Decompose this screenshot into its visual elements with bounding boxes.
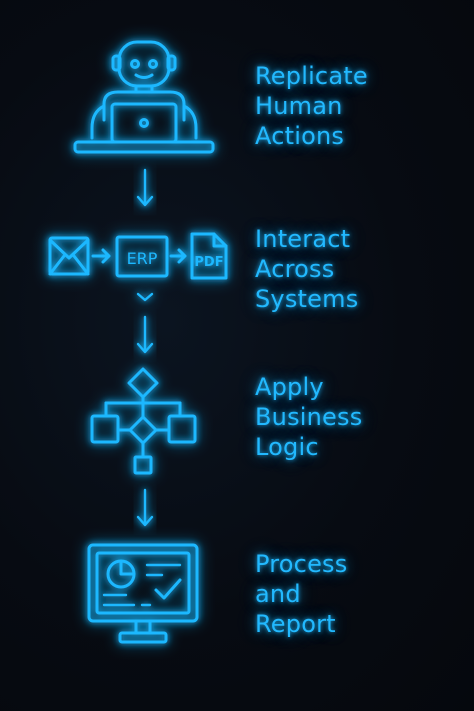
- step-4-line-3: Report: [255, 610, 336, 638]
- flow-arrow-3: [136, 488, 154, 527]
- step-label-replicate-human-actions: Replicate Human Actions: [255, 61, 368, 151]
- step-label-apply-business-logic: Apply Business Logic: [255, 372, 362, 462]
- flow-arrow-2: [136, 315, 154, 354]
- email-erp-pdf-icon: ERP PDF: [48, 232, 228, 302]
- robot-at-laptop-icon: [73, 40, 215, 154]
- step-2-line-1: Interact: [255, 225, 351, 253]
- step-2-line-3: Systems: [255, 285, 359, 313]
- step-4-line-2: and: [255, 580, 301, 608]
- step-1-line-1: Replicate: [255, 62, 368, 90]
- step-1-line-3: Actions: [255, 122, 345, 150]
- step-label-interact-across-systems: Interact Across Systems: [255, 224, 358, 314]
- step-3-line-2: Business: [255, 403, 363, 431]
- erp-label: ERP: [127, 249, 158, 268]
- step-1-line-2: Human: [255, 92, 343, 120]
- step-4-line-1: Process: [255, 550, 348, 578]
- flow-arrow-1: [136, 168, 154, 207]
- step-2-line-2: Across: [255, 255, 335, 283]
- step-3-line-1: Apply: [255, 373, 324, 401]
- step-3-line-3: Logic: [255, 433, 319, 461]
- step-label-process-and-report: Process and Report: [255, 549, 347, 639]
- pdf-label: PDF: [194, 255, 223, 270]
- flowchart-icon: [90, 367, 197, 475]
- dashboard-monitor-icon: [87, 543, 199, 644]
